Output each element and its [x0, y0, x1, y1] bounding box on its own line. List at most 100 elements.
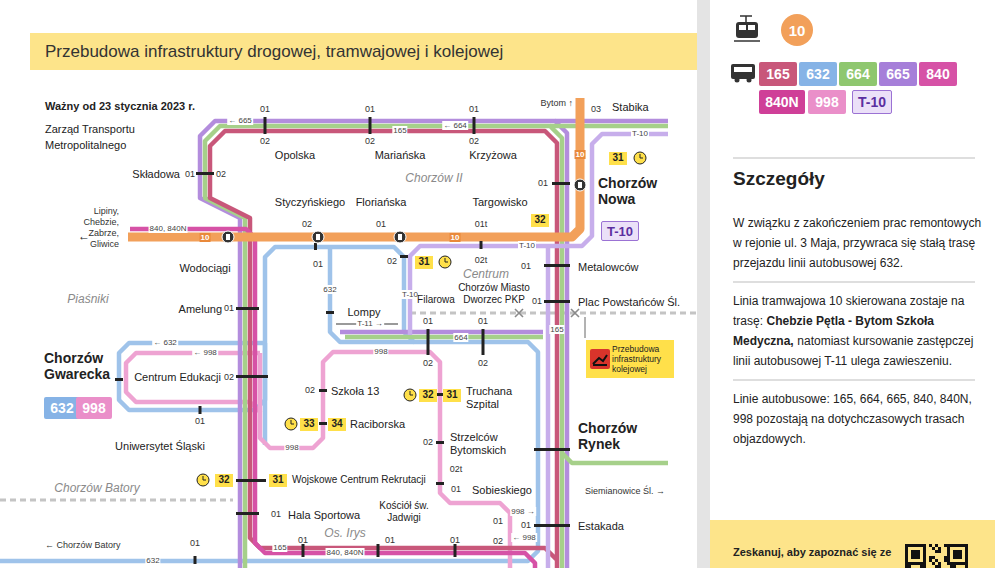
- stop-name: Amelung: [179, 303, 222, 316]
- section-divider: [733, 158, 975, 159]
- route-line: [258, 353, 263, 412]
- qr-code: [950, 562, 953, 565]
- route-line: [562, 453, 668, 463]
- qr-code: [917, 550, 920, 553]
- node-text: 32: [534, 215, 545, 225]
- stop-name: Kościół św. Jadwigi: [375, 500, 433, 523]
- route-line: [546, 246, 551, 568]
- platform-number: 02: [305, 385, 315, 395]
- node-text: Przebudowa infrastruktury kolejowej: [612, 344, 670, 374]
- direction-arrow: ←: [78, 230, 90, 244]
- qr-code: [929, 559, 932, 562]
- stop-name: Strzelców Bytomskich: [450, 431, 520, 456]
- stop-name: Targowisko: [472, 196, 527, 209]
- stop-tick: [436, 441, 444, 444]
- qr-code: [923, 562, 926, 565]
- node-text: 32: [218, 475, 229, 485]
- stop-tick: [236, 512, 259, 515]
- bus-line-badge: 632: [44, 397, 79, 419]
- stop-tick: [473, 117, 476, 134]
- stop-tick: [534, 448, 570, 451]
- stop-tick: [199, 406, 202, 414]
- route-line: [126, 352, 510, 568]
- qr-code: [959, 556, 962, 559]
- platform-number: 02: [423, 358, 433, 368]
- qr-code: [905, 550, 908, 553]
- qr-code: [905, 544, 908, 547]
- qr-code: [911, 562, 914, 565]
- qr-code: [944, 559, 947, 562]
- platform-number: 01: [478, 316, 488, 326]
- line-tag: ← 998: [192, 348, 218, 357]
- line-tag: 632: [145, 556, 160, 565]
- stop-tick: [314, 243, 317, 250]
- qr-code: [953, 565, 956, 568]
- info-panel: [710, 0, 995, 568]
- stop-tick: [427, 329, 430, 355]
- stop-tick: [534, 524, 570, 527]
- stop-tick: [377, 544, 380, 557]
- node-text: 840: [926, 66, 949, 82]
- stop-name: Filarowa: [417, 294, 455, 306]
- stop-tick: [480, 241, 483, 249]
- platform-number: 01: [376, 219, 386, 229]
- line-tag: ← 632: [152, 338, 178, 347]
- qr-code: [944, 544, 947, 547]
- stop-name: Wodociągi: [179, 262, 230, 275]
- platform-number: 02t: [475, 255, 488, 265]
- qr-code: [923, 556, 926, 559]
- scan-band: [710, 520, 995, 568]
- line-tag: ← 664: [442, 121, 468, 130]
- stop-tick: [236, 307, 259, 310]
- qr-code: [929, 556, 932, 559]
- bus-line-badge: 665: [879, 62, 917, 86]
- node-text: 665: [886, 66, 909, 82]
- tram-stop-icon: [312, 231, 324, 243]
- bus-line-badge: 165: [759, 62, 797, 86]
- tram-stop-icon: [394, 231, 406, 243]
- stop-name: Sobieskiego: [472, 484, 532, 497]
- qr-code: [911, 556, 914, 559]
- stop-name: Styczyńskiego: [275, 196, 345, 209]
- qr-code: [932, 556, 935, 559]
- qr-code: [914, 553, 917, 556]
- stop-name: Stabika: [612, 101, 649, 114]
- stop-tick: [194, 556, 197, 564]
- platform-number: 01: [224, 303, 234, 313]
- line-tag: 165: [272, 543, 287, 552]
- closure-mark: [571, 309, 579, 317]
- stop-name: Szkoła 13: [331, 385, 379, 398]
- route-line: [410, 312, 697, 315]
- node-text: 998: [82, 400, 105, 416]
- stop-name: Floriańska: [356, 196, 407, 209]
- platform-number: 01t: [475, 219, 488, 229]
- line-tag: ← 998: [511, 533, 537, 542]
- node-text: 840N: [765, 94, 798, 110]
- direction-note: ← Chorzów Batory: [45, 540, 121, 550]
- closure-mark: [515, 309, 523, 317]
- stop-tick: [319, 422, 327, 425]
- clock-icon: [404, 389, 416, 401]
- line-tag: ← 665: [227, 116, 253, 125]
- stop-number-tag: 32: [531, 214, 548, 227]
- qr-code: [923, 553, 926, 556]
- qr-code: [911, 553, 914, 556]
- stop-name: Chorzów Miasto Dworzec PKP: [455, 282, 533, 305]
- qr-code: [914, 544, 917, 547]
- platform-number: 01: [195, 416, 205, 426]
- qr-code: [953, 562, 956, 565]
- node-text: T-10: [858, 94, 886, 110]
- bus-line-badge: 840: [919, 62, 957, 86]
- route-line: [205, 126, 562, 568]
- line-tag: 840, 840N: [149, 224, 188, 233]
- stop-tick: [196, 172, 214, 175]
- stop-tick: [369, 117, 372, 134]
- platform-number: 01: [532, 296, 542, 306]
- stop-tick: [236, 375, 268, 378]
- node-text: 632: [806, 66, 829, 82]
- qr-code: [923, 550, 926, 553]
- note-box: Przebudowa infrastruktury kolejowej: [586, 340, 674, 378]
- district-name: Chorzów Batory: [54, 482, 139, 496]
- publisher-note: Zarząd Transportu Metropolitalnego: [45, 121, 153, 153]
- node-text: 31: [272, 475, 283, 485]
